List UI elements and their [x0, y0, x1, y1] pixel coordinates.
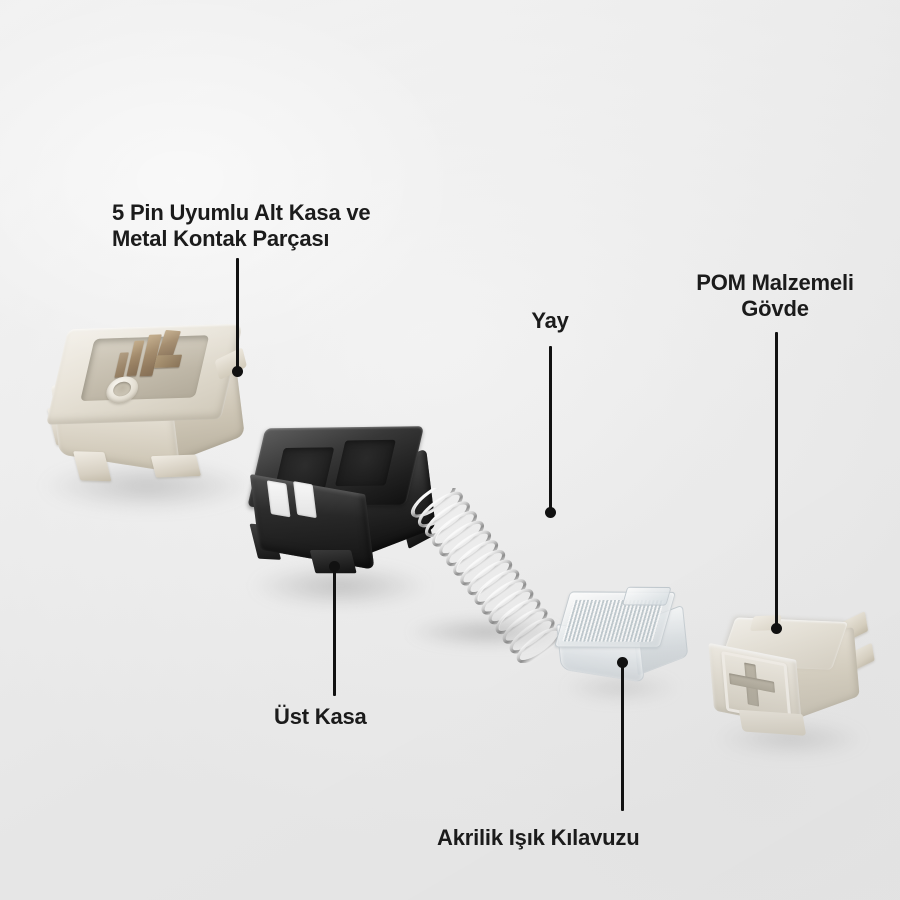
- bottom-housing-body: [42, 317, 255, 490]
- leader-dot-spring: [545, 507, 556, 518]
- label-pom-stem: POM Malzemeli Gövde: [696, 270, 854, 321]
- acrylic-clip: [621, 586, 672, 606]
- label-spring: Yay: [531, 308, 569, 333]
- leader-dot-top-housing: [329, 561, 340, 572]
- leader-line-bottom-housing: [236, 258, 239, 371]
- part-pom-stem: [698, 608, 888, 760]
- leader-line-top-housing: [333, 570, 336, 696]
- pom-body: [698, 607, 885, 756]
- leader-dot-pom-stem: [771, 623, 782, 634]
- leader-line-acrylic-light-guide: [621, 666, 624, 811]
- label-top-housing: Üst Kasa: [274, 704, 367, 729]
- pom-foot: [738, 709, 807, 736]
- top-housing-aperture: [334, 439, 396, 487]
- leader-line-pom-stem: [775, 332, 778, 628]
- metal-contact-leaf: [153, 354, 183, 368]
- label-acrylic-light-guide: Akrilik Işık Kılavuzu: [437, 825, 640, 850]
- bottom-housing-leg: [150, 454, 202, 478]
- leader-dot-acrylic-light-guide: [617, 657, 628, 668]
- leader-dot-bottom-housing: [232, 366, 243, 377]
- leader-line-spring: [549, 346, 552, 512]
- label-bottom-housing: 5 Pin Uyumlu Alt Kasa ve Metal Kontak Pa…: [112, 200, 371, 251]
- acrylic-ribbing: [561, 599, 665, 642]
